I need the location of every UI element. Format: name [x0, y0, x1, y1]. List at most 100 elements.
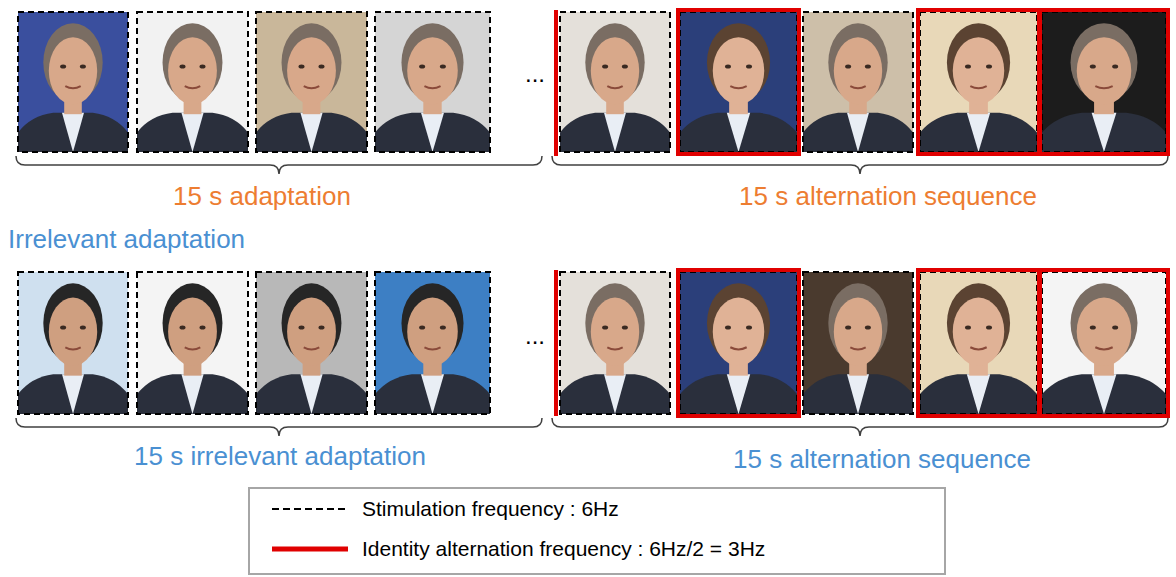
- photo-background: [18, 272, 128, 414]
- alternation-edge: [554, 270, 558, 416]
- eye: [746, 65, 752, 69]
- stimulation-frame: [137, 272, 248, 414]
- face: [713, 298, 764, 366]
- face-photo: [680, 12, 797, 152]
- shirt: [181, 374, 203, 414]
- mouth: [185, 86, 201, 88]
- eye: [622, 325, 628, 329]
- ellipsis: ...: [525, 322, 545, 350]
- mouth: [65, 86, 80, 88]
- phase-label: 15 s alternation sequence: [739, 182, 1037, 212]
- eye: [1090, 325, 1096, 329]
- photo-background: [1042, 272, 1166, 414]
- stimulation-frame: [256, 12, 367, 152]
- alternation-frame: [678, 10, 799, 154]
- legend-entry: Stimulation frequency : 6Hz: [250, 489, 944, 529]
- eye: [602, 325, 608, 329]
- shirt: [604, 374, 626, 414]
- face: [953, 298, 1004, 366]
- eye: [299, 65, 305, 69]
- legend-text: Identity alternation frequency : 6Hz/2 =…: [362, 537, 765, 561]
- mouth: [850, 86, 865, 88]
- mouth: [1095, 86, 1112, 88]
- suit: [560, 113, 670, 152]
- stimulation-frame: [1042, 272, 1166, 414]
- photo-background: [375, 272, 490, 414]
- stimulation-frame: [18, 272, 128, 414]
- curly-brace: [552, 418, 1168, 436]
- mouth: [424, 86, 440, 88]
- suit: [920, 374, 1037, 414]
- eye: [746, 325, 752, 329]
- face: [287, 37, 336, 104]
- shirt: [1092, 113, 1117, 152]
- face-photo: [375, 12, 490, 152]
- eye: [440, 65, 446, 69]
- face-photo: [375, 272, 490, 414]
- photo-background: [803, 12, 913, 152]
- phase-label: 15 s irrelevant adaptation: [134, 442, 426, 472]
- suit: [137, 374, 248, 414]
- face-photo: [803, 12, 913, 152]
- eye: [440, 325, 446, 329]
- mouth: [185, 347, 201, 349]
- eye: [986, 65, 992, 69]
- mouth: [970, 86, 986, 88]
- stimulation-frame: [1042, 12, 1166, 152]
- suit: [560, 374, 670, 414]
- stimulation-frame: [803, 12, 913, 152]
- eye: [80, 65, 86, 69]
- photo-background: [920, 12, 1037, 152]
- photo-background: [375, 12, 490, 152]
- photo-background: [680, 12, 797, 152]
- face-photo: [256, 12, 367, 152]
- stimulation-frame: [680, 12, 797, 152]
- suit: [137, 113, 248, 152]
- eye: [986, 325, 992, 329]
- face: [287, 298, 336, 366]
- face: [953, 37, 1004, 104]
- face-photo: [1042, 12, 1166, 152]
- eye: [865, 65, 871, 69]
- eye: [180, 65, 186, 69]
- face: [591, 37, 639, 104]
- mouth: [607, 86, 622, 88]
- photo-background: [680, 272, 797, 414]
- stimulation-frame: [560, 12, 670, 152]
- eye: [845, 325, 851, 329]
- stimulation-frame: [803, 272, 913, 414]
- shirt: [847, 374, 869, 414]
- eye: [1090, 65, 1096, 69]
- alternation-frame: [678, 270, 799, 416]
- eye: [318, 65, 324, 69]
- suit: [18, 113, 128, 152]
- eye: [865, 325, 871, 329]
- legend-box: Stimulation frequency : 6HzIdentity alte…: [248, 487, 946, 575]
- photo-background: [137, 12, 248, 152]
- mouth: [424, 347, 440, 349]
- shirt: [1092, 374, 1117, 414]
- photo-background: [18, 12, 128, 152]
- eye: [299, 325, 305, 329]
- face-photo: [803, 272, 913, 414]
- face: [591, 298, 639, 366]
- face-photo: [920, 12, 1037, 152]
- face: [49, 37, 97, 104]
- suit: [256, 374, 367, 414]
- suit: [1042, 374, 1166, 414]
- suit: [803, 113, 913, 152]
- face-photo: [137, 12, 248, 152]
- mouth: [850, 347, 865, 349]
- face-photo: [560, 272, 670, 414]
- eye: [60, 65, 66, 69]
- eye: [80, 325, 86, 329]
- shirt: [421, 113, 444, 152]
- suit: [920, 113, 1037, 152]
- eye: [419, 65, 425, 69]
- face: [1077, 298, 1132, 366]
- mouth: [65, 347, 80, 349]
- face-photo: [920, 272, 1037, 414]
- eye: [725, 65, 731, 69]
- eye: [965, 65, 971, 69]
- alternation-frame: [918, 270, 1039, 416]
